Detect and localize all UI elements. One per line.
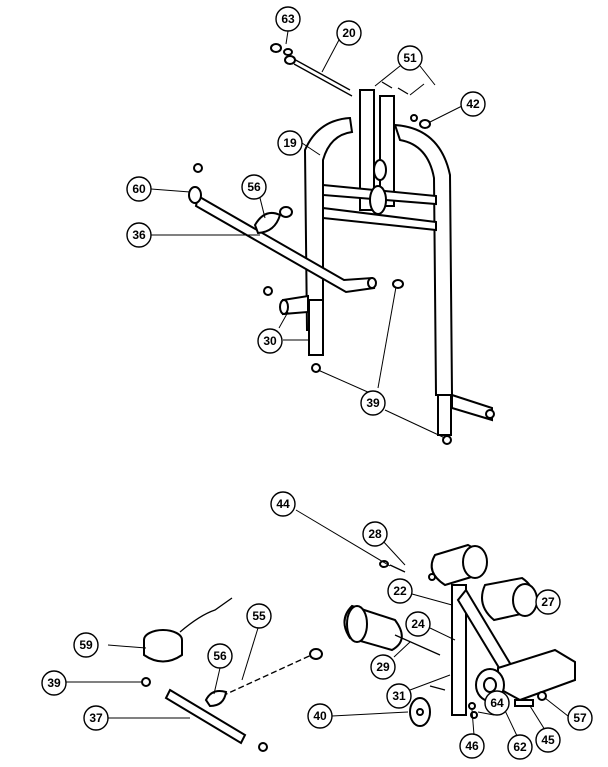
svg-text:51: 51: [403, 51, 417, 65]
svg-text:64: 64: [490, 696, 504, 710]
callout-59: 59: [73, 632, 99, 658]
leg-developer-assembly: [343, 543, 576, 727]
callout-44: 44: [270, 491, 296, 517]
callout-27: 27: [535, 589, 561, 615]
callout-64: 64: [484, 690, 510, 716]
nut-42: [419, 119, 431, 129]
svg-text:60: 60: [132, 182, 146, 196]
svg-text:63: 63: [281, 12, 295, 26]
cap-39-a: [263, 286, 273, 296]
callout-60: 60: [126, 176, 152, 202]
svg-text:45: 45: [541, 733, 555, 747]
svg-text:29: 29: [376, 660, 390, 674]
svg-text:42: 42: [466, 97, 480, 111]
svg-text:57: 57: [573, 711, 587, 725]
svg-text:46: 46: [465, 739, 479, 753]
callout-51: 51: [397, 45, 423, 71]
svg-text:24: 24: [411, 617, 425, 631]
svg-text:44: 44: [276, 497, 290, 511]
callout-29: 29: [370, 654, 396, 680]
callout-22: 22: [387, 578, 413, 604]
callout-45: 45: [535, 727, 561, 753]
callout-37: 37: [83, 705, 109, 731]
callout-31: 31: [386, 683, 412, 709]
callout-36: 36: [126, 222, 152, 248]
svg-text:36: 36: [132, 228, 146, 242]
callout-28: 28: [362, 521, 388, 547]
svg-text:56: 56: [213, 649, 227, 663]
svg-text:20: 20: [342, 26, 356, 40]
callout-24: 24: [405, 611, 431, 637]
callout-39-upper: 39: [360, 390, 386, 416]
callout-20: 20: [336, 20, 362, 46]
svg-text:28: 28: [368, 527, 382, 541]
cap-39-b: [392, 279, 404, 289]
callout-56-upper: 56: [241, 174, 267, 200]
callout-55: 55: [246, 603, 272, 629]
callout-42: 42: [460, 91, 486, 117]
callout-40: 40: [307, 703, 333, 729]
clip-56-upper: [253, 206, 293, 235]
callout-57: 57: [567, 705, 593, 731]
leader-lines: [66, 30, 569, 739]
svg-text:19: 19: [283, 136, 297, 150]
svg-text:59: 59: [79, 638, 93, 652]
svg-text:39: 39: [47, 676, 61, 690]
nut-63: [270, 43, 282, 53]
svg-text:55: 55: [252, 609, 266, 623]
svg-text:56: 56: [247, 180, 261, 194]
svg-text:40: 40: [313, 709, 327, 723]
chain-55: [221, 651, 319, 697]
svg-text:27: 27: [541, 595, 555, 609]
svg-text:39: 39: [366, 396, 380, 410]
handle-bar-36: [188, 163, 377, 294]
callout-56-lower: 56: [207, 643, 233, 669]
callout-46: 46: [459, 733, 485, 759]
svg-text:31: 31: [392, 689, 406, 703]
callout-63: 63: [275, 6, 301, 32]
svg-text:37: 37: [89, 711, 103, 725]
svg-text:30: 30: [263, 334, 277, 348]
callout-19: 19: [277, 130, 303, 156]
svg-text:62: 62: [513, 740, 527, 754]
ankle-strap-59: [143, 597, 233, 663]
callout-39-lower: 39: [41, 670, 67, 696]
handle-37: [141, 677, 268, 752]
upright-frame: [279, 89, 493, 436]
callout-30: 30: [257, 328, 283, 354]
callout-62: 62: [507, 734, 533, 760]
bolt-51: [381, 81, 409, 95]
clip-56-lower: [204, 690, 228, 708]
bolt-20: [284, 55, 353, 97]
svg-text:22: 22: [393, 584, 407, 598]
